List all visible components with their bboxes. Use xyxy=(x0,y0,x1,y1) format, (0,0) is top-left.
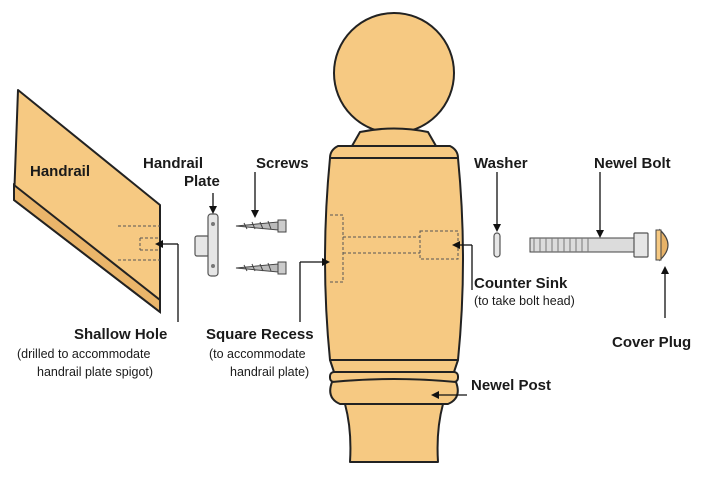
label-shallow-hole-note-2: handrail plate spigot) xyxy=(37,365,153,379)
label-cover-plug: Cover Plug xyxy=(612,334,691,351)
label-counter-sink: Counter Sink xyxy=(474,275,568,292)
cover-plug xyxy=(655,228,669,262)
label-handrail-plate-1: Handrail xyxy=(143,155,203,172)
label-screws: Screws xyxy=(256,155,309,172)
label-washer: Washer xyxy=(474,155,528,172)
label-handrail-plate-2: Plate xyxy=(184,173,220,190)
label-square-recess-note-1: (to accommodate xyxy=(209,347,306,361)
label-shallow-hole-note-1: (drilled to accommodate xyxy=(17,347,150,361)
screw-bottom xyxy=(235,261,287,275)
screws xyxy=(235,219,287,275)
label-square-recess-note-2: handrail plate) xyxy=(230,365,309,379)
labels: Handrail Handrail Plate Screws Washer Ne… xyxy=(17,155,691,394)
label-newel-post: Newel Post xyxy=(471,377,551,394)
washer xyxy=(493,232,501,258)
label-newel-bolt: Newel Bolt xyxy=(594,155,671,172)
screw-top xyxy=(235,219,287,233)
newel-bolt xyxy=(529,232,649,258)
label-shallow-hole: Shallow Hole xyxy=(74,326,167,343)
newel-post xyxy=(324,12,464,463)
handrail xyxy=(13,89,161,315)
label-handrail: Handrail xyxy=(30,163,90,180)
label-counter-sink-note: (to take bolt head) xyxy=(474,294,575,308)
label-square-recess: Square Recess xyxy=(206,326,314,343)
handrail-plate xyxy=(194,213,219,277)
leader-lines xyxy=(155,172,669,399)
